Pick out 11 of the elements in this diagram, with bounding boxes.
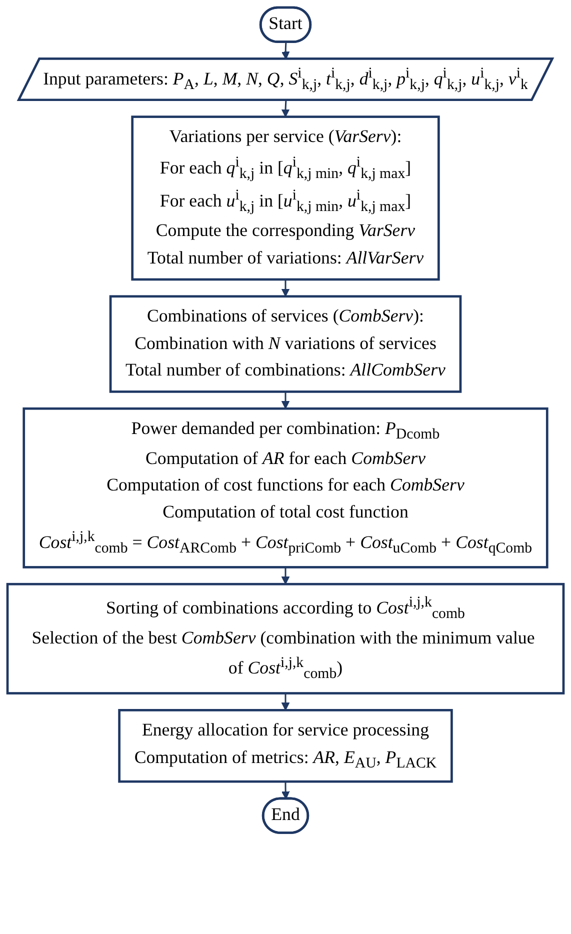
arrow <box>281 392 290 409</box>
node-box: Variations per service (VarServ): For each q$^{i}$$_{k,j}$ in [q$^{i}$$_{k,j min}$, q$^{i}$$_{k,j max}$] For each u$^{i}$$_{k,j}$ in [u$^{i}$$_{k,j min}$, u$^{i}$$_{k,j max}$] Compute the corresponding VarServ Total number of variations: AllVarServ <box>131 116 440 281</box>
node-box: Combinations of services (CombServ): Combination with N variations of services Total number of combinations: AllCombServ <box>109 295 462 393</box>
arrow <box>281 693 290 711</box>
arrow <box>281 42 290 60</box>
arrow <box>281 279 290 297</box>
arrow <box>281 567 290 584</box>
node-box: Energy allocation for service processing Computation of metrics: AR, E$_{AU}$, P$_{LACK}$ <box>118 709 453 783</box>
arrow <box>281 782 290 800</box>
node-box: Power demanded per combination: P$_{Dcomb}$ Computation of AR for each CombServ Computation of cost functions for each CombServ Computation of total cost function Cost$^{i,j,k}$$_{comb}$ = Cost$_{ARComb}$ + Cost$_{priComb}$ + Cost$_{uComb}$ + Cost$_{qComb}$ <box>22 407 548 568</box>
arrow <box>281 100 290 118</box>
